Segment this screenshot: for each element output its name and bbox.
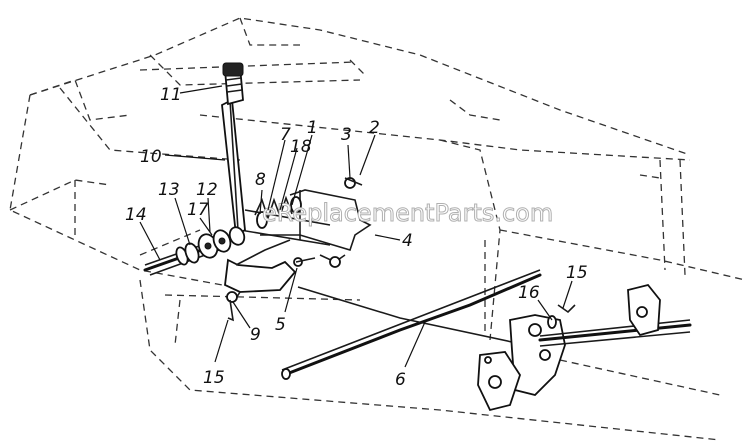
callout-9: 9	[250, 325, 261, 345]
callout-14: 14	[125, 205, 147, 225]
shift-lever	[221, 62, 246, 237]
callout-4: 4	[402, 231, 413, 251]
control-rod	[281, 269, 542, 380]
callout-1: 1	[307, 118, 318, 138]
rear-bracket	[477, 283, 692, 412]
callout-5: 5	[275, 315, 286, 335]
callout-3: 3	[341, 125, 352, 145]
callout-15-rear: 15	[566, 263, 588, 283]
leader-lines	[139, 85, 573, 368]
callout-2: 2	[369, 118, 380, 138]
callout-8: 8	[255, 170, 266, 190]
watermark: eReplacementParts.com	[262, 199, 553, 227]
pivot-bolt-assembly	[143, 226, 246, 276]
frame-outline	[9, 17, 746, 441]
callout-11: 11	[160, 85, 182, 105]
callout-15-lever: 15	[203, 368, 225, 388]
callout-7: 7	[280, 125, 291, 145]
callout-labels: 11 10 7 18 1 3 2 8 13 12 17 14 4 5 9 15 …	[125, 85, 588, 390]
callout-6: 6	[395, 370, 406, 390]
lever-knob	[222, 62, 244, 77]
callout-13: 13	[158, 180, 180, 200]
quadrant-plate	[224, 239, 297, 322]
callout-10: 10	[140, 147, 162, 167]
callout-12: 12	[196, 180, 218, 200]
callout-17: 17	[187, 200, 209, 220]
callout-16: 16	[518, 283, 540, 303]
callout-18: 18	[290, 137, 312, 157]
spring-hardware	[254, 177, 363, 267]
